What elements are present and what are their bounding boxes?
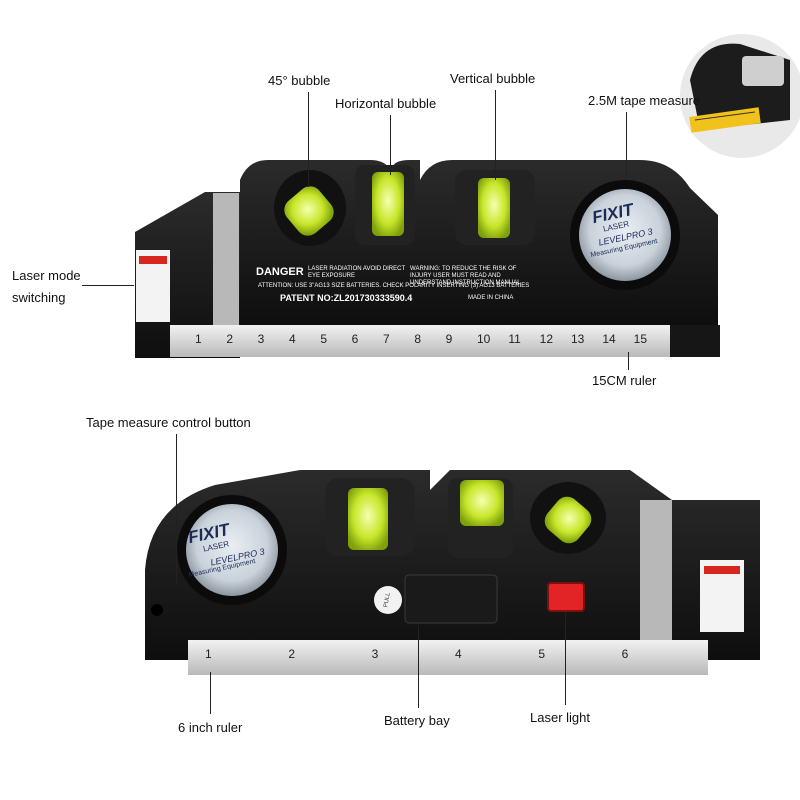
danger-text: LASER RADIATION AVOID DIRECT EYE EXPOSUR… xyxy=(308,266,406,279)
label-tape-control-button: Tape measure control button xyxy=(86,415,251,430)
inch-ruler-scale: 1 2 3 4 5 6 xyxy=(205,645,705,667)
cm-tick-1: 1 xyxy=(195,332,202,346)
cm-tick-9: 9 xyxy=(445,332,453,346)
warning-text: WARNING: TO REDUCE THE RISK OF INJURY US… xyxy=(410,266,521,286)
cm-tick-7: 7 xyxy=(383,332,390,346)
inch-tick-6: 6 xyxy=(621,647,629,661)
cm-tick-6: 6 xyxy=(351,332,359,346)
label-15cm-ruler: 15CM ruler xyxy=(592,373,657,388)
danger-title: DANGER xyxy=(256,266,304,278)
label-vertical-bubble: Vertical bubble xyxy=(450,71,536,86)
leader-laser-light xyxy=(565,612,566,705)
leader-tape-control-button xyxy=(176,434,177,584)
leader-15cm-ruler xyxy=(628,352,629,370)
leader-laser-mode xyxy=(82,285,134,286)
inch-tick-2: 2 xyxy=(288,647,296,661)
cm-tick-2: 2 xyxy=(226,332,234,346)
label-battery-bay: Battery bay xyxy=(384,713,450,728)
cm-tick-8: 8 xyxy=(414,332,422,346)
cm-tick-14: 14 xyxy=(602,332,616,346)
cm-tick-3: 3 xyxy=(257,332,265,346)
cm-tick-5: 5 xyxy=(320,332,328,346)
inch-tick-3: 3 xyxy=(371,647,379,661)
label-6-inch-ruler: 6 inch ruler xyxy=(178,720,243,735)
cm-tick-11: 11 xyxy=(508,332,521,346)
inch-tick-1: 1 xyxy=(205,647,212,661)
inch-tick-5: 5 xyxy=(538,647,546,661)
patent-text: PATENT NO:ZL201730333590.4 xyxy=(280,293,413,303)
label-horizontal-bubble: Horizontal bubble xyxy=(335,96,437,111)
label-tape-measure: 2.5M tape measure xyxy=(588,93,701,108)
made-in-text: MADE IN CHINA xyxy=(468,295,514,301)
attention-text: ATTENTION: USE 3"AG13 SIZE BATTERIES. CH… xyxy=(258,283,530,289)
label-laser-light: Laser light xyxy=(530,710,590,725)
top-device xyxy=(135,160,720,358)
leader-battery-bay xyxy=(418,625,419,708)
leader-vertical-bubble xyxy=(495,90,496,180)
cm-tick-13: 13 xyxy=(571,332,585,346)
cm-tick-4: 4 xyxy=(289,332,296,346)
leader-tape-measure xyxy=(626,112,627,180)
label-laser-mode-line2: switching xyxy=(12,290,66,305)
leader-horizontal-bubble xyxy=(390,115,391,175)
inch-tick-4: 4 xyxy=(455,647,462,661)
cm-tick-15: 15 xyxy=(633,332,648,346)
cm-tick-12: 12 xyxy=(539,332,554,346)
leader-45-bubble xyxy=(308,92,309,187)
label-45-bubble: 45° bubble xyxy=(268,73,331,88)
bottom-device xyxy=(145,470,760,675)
cm-tick-10: 10 xyxy=(477,332,491,346)
label-laser-mode-line1: Laser mode xyxy=(12,268,81,283)
tape-inset-photo xyxy=(680,34,800,158)
leader-6-inch-ruler xyxy=(210,672,211,714)
